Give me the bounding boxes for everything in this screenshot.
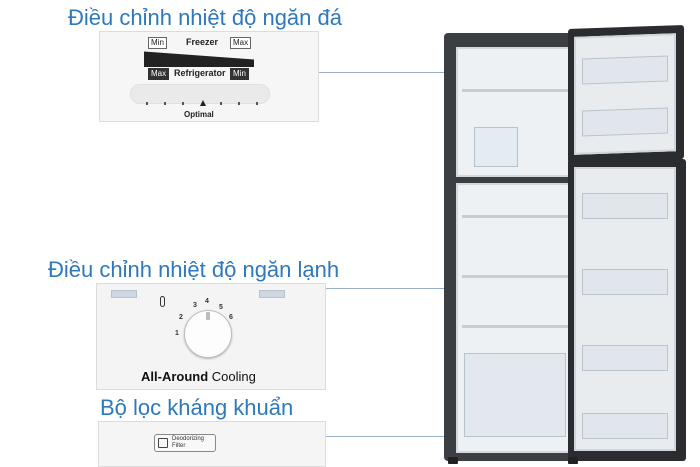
leader-line-filter xyxy=(326,436,514,437)
fridge-control-heading: Điều chỉnh nhiệt độ ngăn lạnh xyxy=(48,257,340,282)
air-vent-left xyxy=(111,290,137,298)
freezer-control-panel: Min Freezer Max Max Refrigerator Min Opt… xyxy=(99,31,319,122)
fridge-shelf xyxy=(462,215,568,218)
filter-panel: Deodorizing Filter xyxy=(98,421,326,467)
slider-tick xyxy=(164,102,166,105)
all-around-cooling-label: All-Around Cooling xyxy=(141,369,256,384)
fridge-body xyxy=(444,33,576,461)
freezer-max-label: Max xyxy=(230,37,252,49)
door-bin xyxy=(582,55,668,85)
cooling-bold-text: All-Around xyxy=(141,369,209,384)
filter-line-1: Deodorizing xyxy=(172,436,205,442)
refrigerator-max-label: Max xyxy=(148,68,170,80)
fridge-door xyxy=(568,159,686,461)
dial-number: 3 xyxy=(193,302,197,309)
ice-tray xyxy=(474,127,518,167)
fridge-compartment xyxy=(456,183,572,453)
cooling-rest-text: Cooling xyxy=(208,369,256,384)
freezer-door xyxy=(568,24,684,164)
door-bin xyxy=(582,345,668,371)
leader-line-freezer xyxy=(319,72,509,73)
freezer-compartment xyxy=(456,47,572,177)
slider-tick xyxy=(220,102,222,105)
freezer-min-label: Min xyxy=(148,37,167,49)
filter-heading: Bộ lọc kháng khuẩn xyxy=(100,395,294,420)
filter-text: Deodorizing Filter xyxy=(172,436,204,450)
optimal-label: Optimal xyxy=(184,110,214,119)
freezer-shelf xyxy=(462,89,568,92)
fridge-temperature-dial[interactable] xyxy=(184,310,232,358)
slider-tick xyxy=(238,102,240,105)
fridge-shelf xyxy=(462,325,568,328)
door-bin xyxy=(582,193,668,219)
dial-pointer-icon xyxy=(206,312,210,320)
refrigerator-label: Refrigerator xyxy=(174,68,226,78)
dial-number: 1 xyxy=(175,330,179,337)
temperature-wedge-icon xyxy=(144,51,255,67)
freezer-label: Freezer xyxy=(186,37,219,47)
dial-number: 4 xyxy=(205,298,209,305)
thermometer-icon xyxy=(160,296,165,307)
slider-tick xyxy=(182,102,184,105)
fridge-shelf xyxy=(462,275,568,278)
deodorizing-filter-badge: Deodorizing Filter xyxy=(154,434,216,452)
door-bin xyxy=(582,413,668,439)
fridge-control-panel: 1 2 3 4 5 6 All-Around Cooling xyxy=(96,283,326,390)
dial-number: 2 xyxy=(179,314,183,321)
door-bin xyxy=(582,269,668,295)
slider-tick xyxy=(146,102,148,105)
dial-number: 5 xyxy=(219,304,223,311)
leader-line-fridge xyxy=(326,288,512,289)
refrigerator-min-label: Min xyxy=(230,68,249,80)
air-vent-right xyxy=(259,290,285,298)
freezer-control-heading: Điều chỉnh nhiệt độ ngăn đá xyxy=(68,5,342,30)
slider-tick xyxy=(256,102,258,105)
dial-number: 6 xyxy=(229,314,233,321)
fridge-door-inner xyxy=(574,167,676,451)
fridge-foot xyxy=(448,457,458,464)
filter-line-2: Filter xyxy=(172,443,186,449)
fridge-foot xyxy=(568,457,578,464)
refrigerator-image xyxy=(440,24,700,467)
crisper-drawer xyxy=(464,353,566,437)
optimal-marker-icon xyxy=(200,100,206,106)
filter-icon xyxy=(158,438,168,448)
freezer-door-inner xyxy=(574,33,676,155)
door-bin xyxy=(582,107,668,137)
